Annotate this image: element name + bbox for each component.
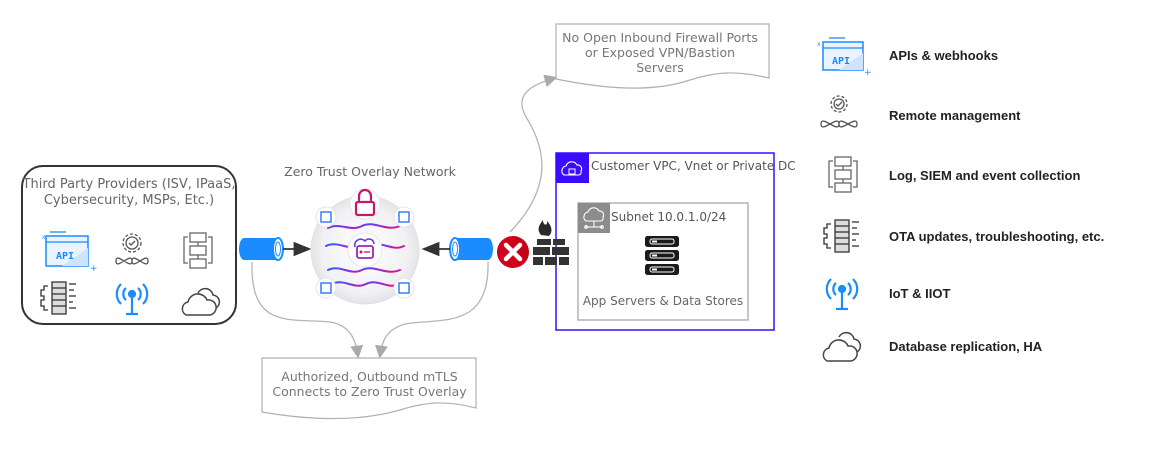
subnet-label: Subnet 10.0.1.0/24	[611, 210, 727, 224]
svg-text:API: API	[56, 251, 74, 262]
legend-label: OTA updates, troubleshooting, etc.	[889, 228, 1105, 244]
cloud-icon	[181, 287, 221, 316]
right-connector-curve	[375, 261, 489, 359]
svg-text:x: x	[42, 234, 46, 241]
servers-label: App Servers & Data Stores	[582, 294, 744, 308]
subnet-cloud-icon	[583, 207, 605, 229]
bottom-note-line2: Connects to Zero Trust Overlay	[272, 384, 467, 399]
vpc-badge	[556, 153, 589, 183]
svg-text:+: +	[864, 68, 871, 75]
legend-item: Log, SIEM and event collection	[815, 155, 1080, 195]
svg-text:x: x	[817, 41, 821, 48]
legend-label: Remote management	[889, 107, 1021, 123]
svg-text:+: +	[90, 264, 98, 274]
log-collection-icon	[815, 155, 871, 195]
firewall-icon	[533, 220, 569, 265]
top-note-line1: No Open Inbound Firewall Ports	[562, 30, 758, 45]
svg-text:API: API	[832, 56, 850, 67]
top-note-line2: or Exposed VPN/Bastion Servers	[584, 45, 736, 75]
legend-label: Log, SIEM and event collection	[889, 167, 1081, 183]
legend-label: IoT & IIOT	[889, 285, 951, 301]
api-icon: API x +	[815, 35, 871, 75]
providers-title: Third Party Providers (ISV, IPaaS, Cyber…	[21, 177, 237, 209]
legend-item: OTA updates, troubleshooting, etc.	[815, 216, 1104, 256]
api-icon: API x +	[42, 231, 98, 274]
top-connector-curve	[509, 74, 558, 233]
zero-trust-title: Zero Trust Overlay Network	[284, 164, 456, 179]
vpc-label: Customer VPC, Vnet or Private DC	[591, 159, 796, 173]
top-note-shape	[555, 23, 770, 89]
providers-icon-grid: API x +	[40, 231, 221, 316]
blocked-x-icon	[497, 236, 529, 268]
bottom-note-line1: Authorized, Outbound mTLS	[281, 369, 458, 384]
legend-item: Database replication, HA	[815, 326, 1042, 366]
top-note: No Open Inbound Firewall Ports or Expose…	[560, 30, 760, 75]
right-pipe-icon	[449, 237, 493, 261]
log-collection-icon	[183, 232, 213, 269]
bottom-note-shape	[261, 357, 477, 420]
legend-label: APIs & webhooks	[889, 47, 999, 63]
legend-item: API x + APIs & webhooks	[815, 35, 998, 75]
legend-item: Remote management	[815, 95, 1020, 135]
remote-management-icon	[815, 95, 871, 135]
remote-management-icon	[115, 233, 149, 265]
cloud-icon	[815, 326, 871, 366]
third-party-providers-box	[21, 165, 237, 325]
iot-antenna-icon	[815, 273, 871, 313]
left-pipe-icon	[239, 237, 284, 261]
zero-trust-network-icon	[310, 188, 420, 305]
server-stack-icon	[645, 236, 679, 275]
iot-antenna-icon	[115, 283, 149, 316]
vpc-cloud-lock-icon	[561, 161, 583, 176]
bottom-note: Authorized, Outbound mTLS Connects to Ze…	[262, 369, 477, 399]
left-connector-curve	[251, 261, 364, 359]
subnet-container	[577, 202, 749, 321]
legend-item: IoT & IIOT	[815, 273, 950, 313]
providers-title-line1: Third Party Providers (ISV, IPaaS,	[22, 177, 236, 192]
ota-server-icon	[815, 216, 871, 256]
ota-server-icon	[40, 281, 76, 315]
providers-title-line2: Cybersecurity, MSPs, Etc.)	[43, 193, 215, 208]
legend-label: Database replication, HA	[889, 338, 1043, 354]
